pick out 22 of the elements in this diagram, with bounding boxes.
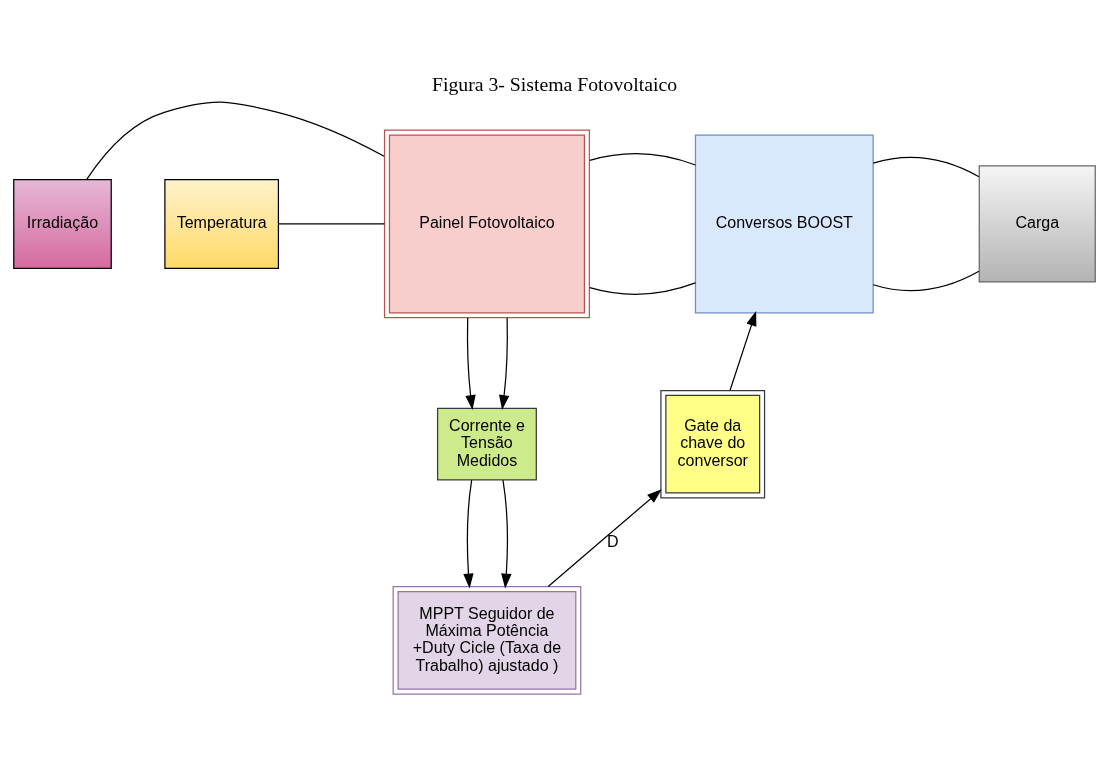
node-box: Irradiação xyxy=(13,178,112,269)
node-box: MPPT Seguidor de Máxima Potência +Duty Cicle (Taxa de Trabalho) ajustado ) xyxy=(392,585,582,695)
arrow xyxy=(501,478,512,588)
node-box: Temperatura xyxy=(164,178,280,269)
node-box: Carga xyxy=(978,164,1096,283)
arrow xyxy=(463,478,474,588)
connector xyxy=(872,156,980,177)
diagram-title: Figura 3- Sistema Fotovoltaico xyxy=(431,72,678,95)
connector xyxy=(589,281,696,295)
node-box: Painel Fotovoltaico xyxy=(383,129,590,318)
arrow xyxy=(465,316,476,410)
connector xyxy=(86,101,385,180)
node-box: Gate da chave do conversor xyxy=(660,389,766,498)
arrow xyxy=(499,316,510,410)
connector xyxy=(589,152,696,166)
node-box: Corrente e Tensão Medidos xyxy=(436,407,537,481)
arrow xyxy=(729,310,757,391)
arrow xyxy=(547,488,662,587)
connector xyxy=(278,222,386,225)
connector xyxy=(872,270,980,291)
edge-label: D xyxy=(607,530,619,549)
node-box: Conversos BOOST xyxy=(694,134,874,313)
